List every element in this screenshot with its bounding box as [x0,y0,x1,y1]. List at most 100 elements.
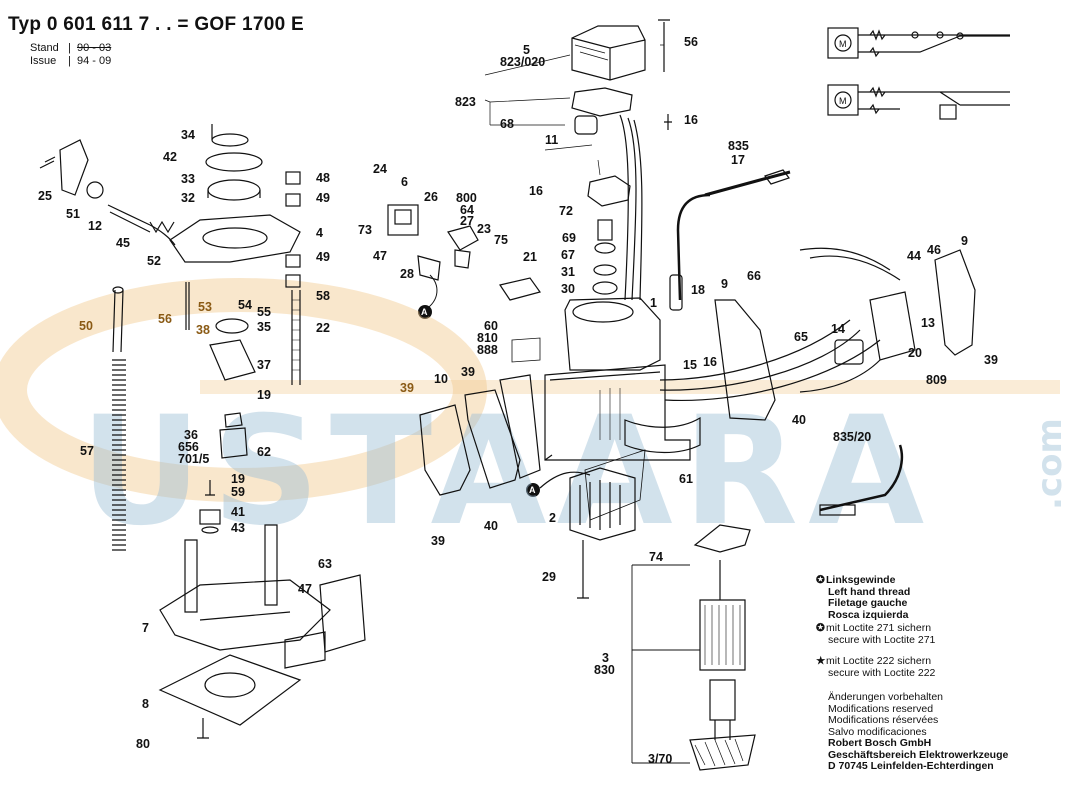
callout-4: 4 [316,226,323,240]
callout-47-base: 47 [298,582,312,596]
page-title: Typ 0 601 611 7 . . = GOF 1700 E [8,14,305,35]
callout-16-top: 16 [684,113,698,127]
callout-50: 50 [79,319,93,333]
watermark-text: USTAARA [80,385,935,559]
callout-35: 35 [257,320,271,334]
callout-14: 14 [831,322,845,336]
callout-835-20: 835/20 [833,430,872,444]
issue-row: Issue | 94 - 09 [30,55,112,67]
legend-mod-es: Salvo modificaciones [828,725,927,738]
callout-3-70: 3/70 [648,752,673,766]
callout-73: 73 [358,223,372,237]
callout-66: 66 [747,269,761,283]
callout-31: 31 [561,265,575,279]
loctite-271-icon: ✪ [816,622,825,634]
clamp-lever [59,139,89,196]
callout-55: 55 [257,305,271,319]
left-hand-thread-icon: ✪ [816,574,825,586]
callout-809: 809 [926,373,947,387]
company-division: Geschäftsbereich Elektrowerkzeuge [828,748,1009,761]
callout-20: 20 [908,346,922,360]
callout-45: 45 [116,236,130,250]
callout-1: 1 [650,296,657,310]
callout-80: 80 [136,737,150,751]
router-base [159,524,331,651]
callout-65: 65 [794,330,808,344]
callout-39-bottom: 39 [431,534,445,548]
connection-marker-a-top: A [421,307,428,317]
callout-34: 34 [181,128,195,142]
callout-33: 33 [181,172,195,186]
callout-12: 12 [88,219,102,233]
callout-56-left: 56 [158,312,172,326]
callout-7: 7 [142,621,149,635]
callout-5: 5 [523,43,530,57]
callout-27: 27 [460,214,474,228]
callout-888: 888 [477,343,498,357]
callout-68: 68 [500,117,514,131]
callout-25: 25 [38,189,52,203]
callout-49-mid: 49 [316,250,330,264]
callout-19-top: 19 [257,388,271,402]
callout-22: 22 [316,321,330,335]
callout-6: 6 [401,175,408,189]
legend-l222-en: secure with Loctite 222 [828,666,936,679]
callout-9-right: 9 [961,234,968,248]
callout-701-5: 701/5 [178,452,210,466]
company-name: Robert Bosch GmbH [828,737,932,749]
callout-26: 26 [424,190,438,204]
callout-24: 24 [373,162,387,176]
callout-51: 51 [66,207,80,221]
callout-43: 43 [231,521,245,535]
callout-9-handle: 9 [721,277,728,291]
callout-62: 62 [257,445,271,459]
callout-823-020: 823/020 [500,55,546,69]
legend-lh-en: Left hand thread [828,585,911,598]
callout-40-right: 40 [792,413,806,427]
callout-10: 10 [434,372,448,386]
legend-lh-de: Linksgewinde [826,574,896,586]
legend-l222-de: mit Loctite 222 sichern [826,655,932,667]
callout-49-top: 49 [316,191,330,205]
callout-21: 21 [523,250,537,264]
callout-38: 38 [196,323,210,337]
legend-l271-de: mit Loctite 271 sichern [826,622,932,634]
stator [569,467,636,541]
callout-28: 28 [400,267,414,281]
callout-40-bottom: 40 [484,519,498,533]
callout-2: 2 [549,511,556,525]
wiring-schematic-top: M [827,27,1010,59]
company-address: D 70745 Leinfelden-Echterdingen [828,760,994,772]
legend-mod-de: Änderungen vorbehalten [828,691,944,703]
legend-company: Robert Bosch GmbH Geschäftsbereich Elekt… [828,737,1009,773]
callout-53: 53 [198,300,212,314]
callout-19-bottom: 19 [231,472,245,486]
callout-46: 46 [927,243,941,257]
callout-48: 48 [316,171,330,185]
callout-32: 32 [181,191,195,205]
callout-13: 13 [921,316,935,330]
callout-67: 67 [561,248,575,262]
callout-15: 15 [683,358,697,372]
callout-17: 17 [731,153,745,167]
callout-11: 11 [545,133,559,147]
armature [689,524,756,771]
callout-64: 64 [460,203,474,217]
motor-housing [544,297,691,521]
callout-36: 36 [184,428,198,442]
legend-loctite-271: ✪mit Loctite 271 sichern secure with Loc… [816,622,935,646]
watermark-orange-band [200,380,1060,394]
legend-modifications: Änderungen vorbehalten Modifications res… [828,691,944,738]
legend-left-hand-thread: ✪Linksgewinde Left hand thread Filetage … [816,574,911,621]
callout-75: 75 [494,233,508,247]
callout-29: 29 [542,570,556,584]
callout-63: 63 [318,557,332,571]
callout-56-top: 56 [684,35,698,49]
callout-54: 54 [238,298,252,312]
svg-text:M: M [839,39,847,49]
callout-16-mid: 16 [529,184,543,198]
handle-right [714,299,776,421]
issue-label: Issue [30,55,57,67]
